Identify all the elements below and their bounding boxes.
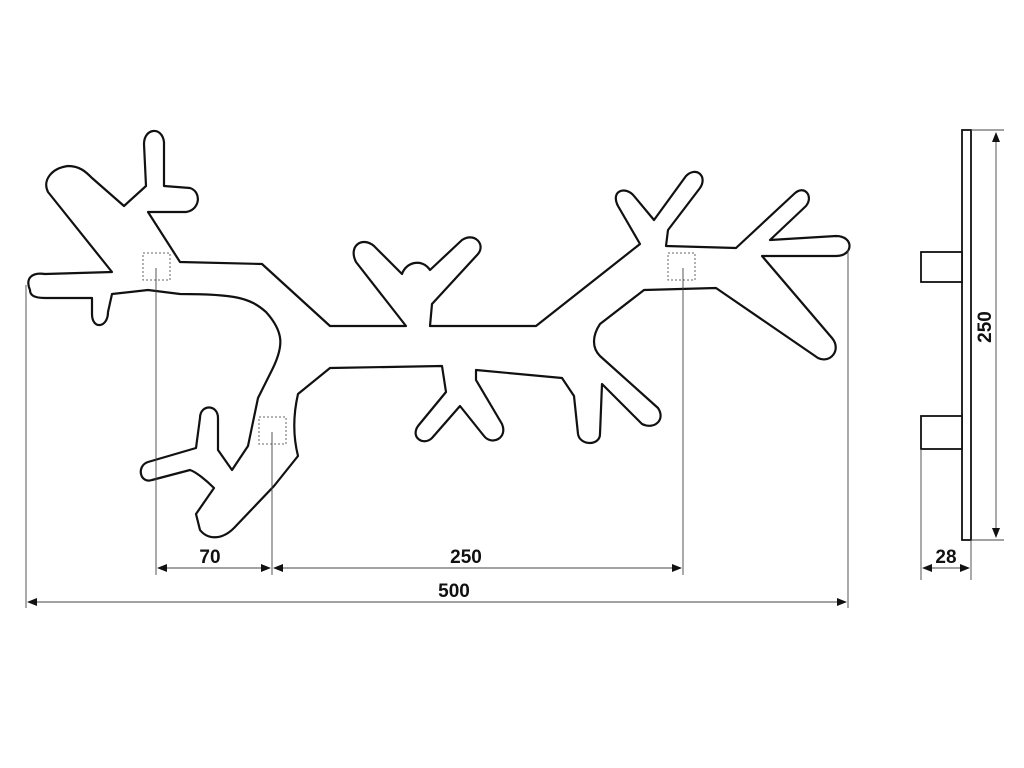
dim-label-250-height: 250 xyxy=(975,311,996,343)
side-board xyxy=(961,129,972,541)
dim-label-250-width: 250 xyxy=(450,547,482,568)
mount-point-3 xyxy=(667,252,696,281)
dimension-lines xyxy=(27,564,847,606)
mount-point-2 xyxy=(258,416,287,445)
dim-label-500: 500 xyxy=(438,581,470,602)
dim-label-28: 28 xyxy=(935,547,956,568)
dim-label-70: 70 xyxy=(199,547,220,568)
mount-point-1 xyxy=(142,252,171,281)
side-mount-bottom xyxy=(920,415,963,450)
extension-lines xyxy=(25,250,849,608)
coat-rack-side-view xyxy=(920,129,972,541)
side-mount-top xyxy=(920,251,963,283)
coat-rack-front-view xyxy=(27,129,851,539)
